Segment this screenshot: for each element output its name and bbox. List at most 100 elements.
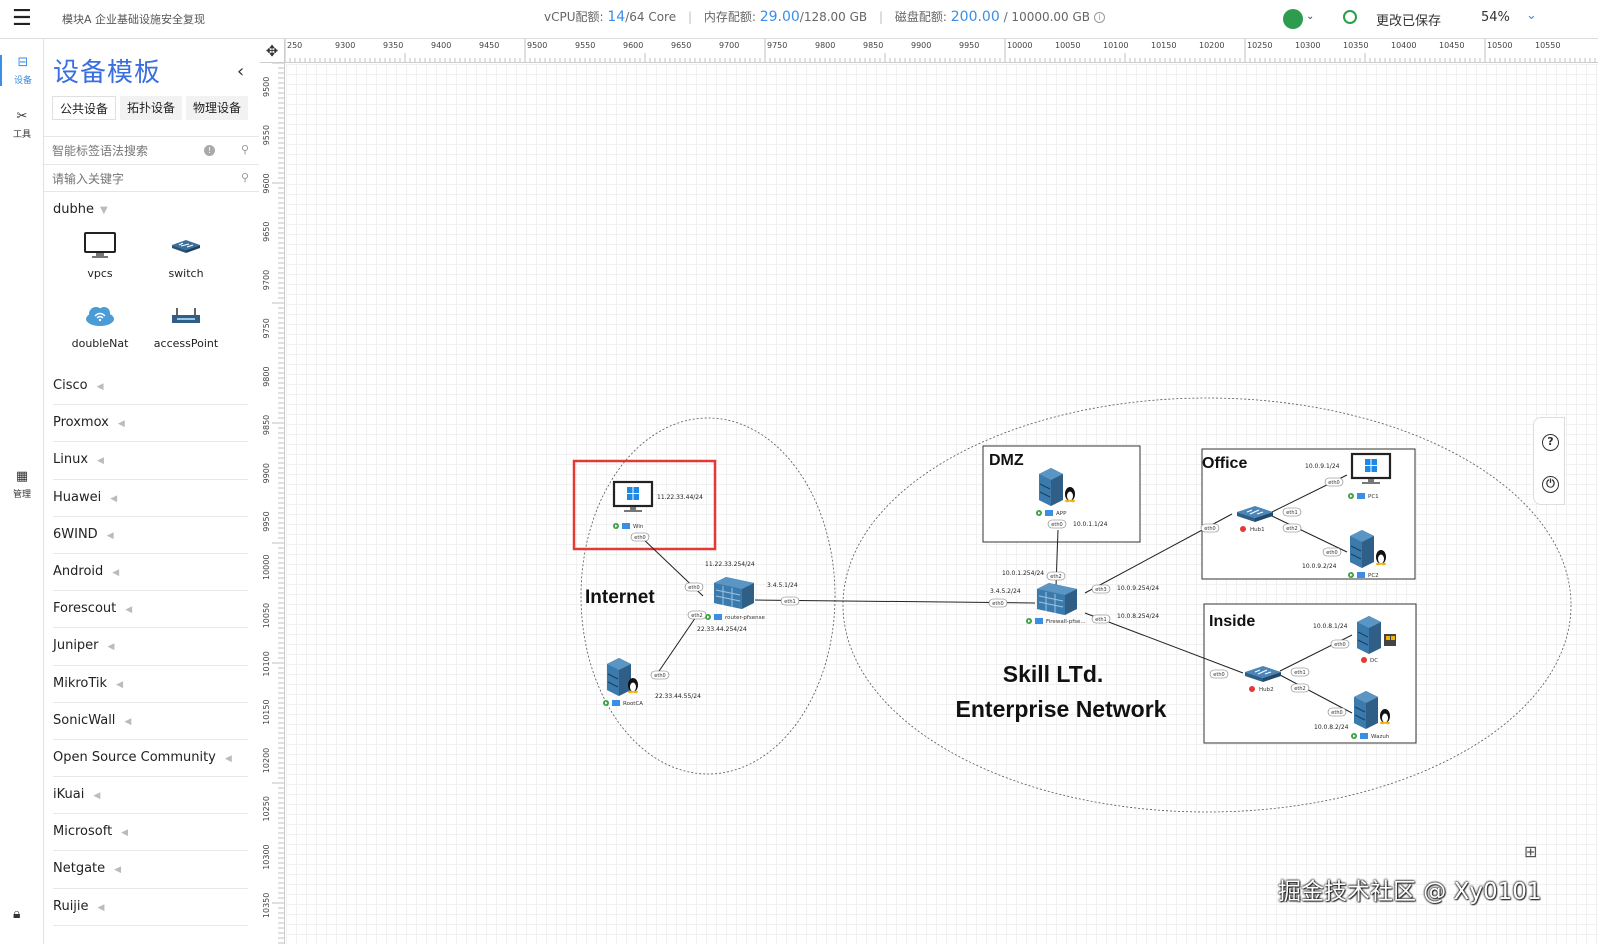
port-tag[interactable]: eth3 <box>1091 584 1111 594</box>
caret-left-icon: ◀ <box>224 753 232 764</box>
lock-icon[interactable]: 🔒︎ <box>13 906 21 922</box>
help-icon[interactable]: ! <box>204 145 215 156</box>
status-icon <box>1026 618 1043 624</box>
port-tags: eth0 eth0 eth1 eth2 eth0 eth0 eth2 eth0 eth3 eth1… <box>630 477 1350 717</box>
move-icon[interactable]: ✥ <box>260 39 285 63</box>
power-icon[interactable]: ⏻ <box>1542 476 1559 493</box>
port-tag[interactable]: eth0 <box>1209 669 1229 679</box>
device-tabs: 公共设备 拓扑设备 物理设备 <box>52 96 252 120</box>
smart-search-input[interactable] <box>52 141 212 161</box>
port-tag[interactable]: eth1 <box>1091 614 1111 624</box>
ip-label: 22.33.44.254/24 <box>697 626 747 633</box>
category-label: Open Source Community <box>53 749 216 765</box>
category-item[interactable]: Proxmox◀ <box>53 405 248 443</box>
search-icon[interactable]: ⚲ <box>240 143 249 156</box>
port-tag[interactable]: eth1 <box>1290 667 1310 677</box>
node-pc2[interactable]: PC2 <box>1348 529 1386 579</box>
rail-item-manage[interactable]: ▦ 管理 <box>0 469 44 500</box>
port-tag[interactable]: eth0 <box>1327 707 1347 717</box>
category-item[interactable]: 6WIND◀ <box>53 517 248 554</box>
device-doublenat[interactable]: doubleNat <box>60 301 140 350</box>
category-item[interactable]: Huawei◀ <box>53 480 248 517</box>
chevron-down-icon[interactable]: ⌄ <box>1306 11 1315 22</box>
help-icon[interactable]: ? <box>1542 434 1559 451</box>
port-tag[interactable]: eth1 <box>1282 507 1302 517</box>
category-item[interactable]: Open Source Community ◀ <box>53 740 248 778</box>
category-item[interactable]: MikroTik◀ <box>53 666 248 703</box>
port-tag[interactable]: eth0 <box>630 532 650 542</box>
node-firewall[interactable]: Firewall-pfse... <box>1026 582 1086 625</box>
node-router-pfsense[interactable]: router-pfsense <box>705 576 765 621</box>
zoom-level[interactable]: 54% <box>1481 10 1510 25</box>
port-tag[interactable]: eth1 <box>780 596 800 606</box>
port-label: eth0 <box>1204 526 1215 532</box>
internet-zone[interactable] <box>580 417 836 775</box>
ruler-tick-label: 9700 <box>262 270 271 290</box>
category-item[interactable]: SonicWall◀ <box>53 703 248 740</box>
category-item[interactable]: Ruijie◀ <box>53 889 248 926</box>
device-group-dubhe[interactable]: dubhe▼ <box>53 202 108 217</box>
device-accesspoint[interactable]: accessPoint <box>146 301 226 350</box>
tab-public-devices[interactable]: 公共设备 <box>52 96 117 120</box>
port-tag[interactable]: eth0 <box>1200 523 1220 533</box>
caret-left-icon: ◀ <box>124 716 132 727</box>
node-pc1[interactable]: PC1 <box>1348 452 1392 500</box>
node-wazuh[interactable]: Wazuh <box>1351 690 1390 740</box>
avatar[interactable] <box>1283 9 1303 29</box>
category-item[interactable]: Linux◀ <box>53 442 248 480</box>
ruler-tick-label: 10100 <box>262 651 271 676</box>
port-tag[interactable]: eth0 <box>650 670 670 680</box>
category-item[interactable]: Netgate◀ <box>53 851 248 889</box>
collapse-icon[interactable]: ‹ <box>237 61 245 82</box>
ruler-tick-label: 9350 <box>383 41 403 50</box>
category-item[interactable]: Cisco◀ <box>53 368 248 406</box>
port-label: eth0 <box>1328 480 1339 486</box>
category-item[interactable]: Juniper◀ <box>53 628 248 666</box>
linux-icon <box>628 678 638 694</box>
ruler-tick-label: 10150 <box>1151 41 1176 50</box>
zoom-chevron-icon[interactable]: ⌄ <box>1526 8 1537 23</box>
category-item[interactable]: Forescout◀ <box>53 591 248 629</box>
port-tag[interactable]: eth0 <box>1047 519 1067 529</box>
port-tag[interactable]: eth0 <box>1324 477 1344 487</box>
port-tag[interactable]: eth0 <box>988 598 1008 608</box>
category-item[interactable]: Microsoft◀ <box>53 814 248 852</box>
node-win[interactable]: Win <box>612 480 654 530</box>
node-rootca[interactable]: RootCA <box>603 657 643 707</box>
node-dc[interactable]: DC <box>1356 615 1396 664</box>
port-tag[interactable]: eth2 <box>1290 683 1310 693</box>
node-label: APP <box>1056 511 1067 517</box>
search-icon[interactable]: ⚲ <box>240 171 249 184</box>
ip-label: 10.0.8.1/24 <box>1313 623 1348 630</box>
topology-canvas[interactable]: Internet Skill LTd. Enterprise Network D… <box>286 64 1598 944</box>
device-switch[interactable]: switch <box>146 231 226 280</box>
category-label: Cisco <box>53 378 88 393</box>
rail-item-tools[interactable]: ✂ 工具 <box>0 109 44 140</box>
port-label: eth0 <box>992 601 1003 607</box>
ip-label: 22.33.44.55/24 <box>655 693 701 700</box>
grid-icon[interactable]: ⊞ <box>1524 842 1538 861</box>
category-item[interactable]: Android◀ <box>53 554 248 592</box>
port-tag[interactable]: eth0 <box>1330 639 1350 649</box>
info-icon[interactable]: i <box>1093 12 1105 23</box>
node-hub2[interactable]: Hub2 <box>1244 665 1282 693</box>
node-app[interactable]: APP <box>1036 467 1075 517</box>
category-item[interactable]: iKuai◀ <box>53 777 248 815</box>
node-hub1[interactable]: Hub1 <box>1236 505 1274 533</box>
tab-topology-devices[interactable]: 拓扑设备 <box>120 96 183 120</box>
menu-icon[interactable]: ☰ <box>12 6 32 31</box>
port-tag[interactable]: eth0 <box>1322 547 1342 557</box>
port-tag[interactable]: eth0 <box>684 582 704 592</box>
port-tag[interactable]: eth2 <box>1046 571 1066 581</box>
caret-left-icon: ◀ <box>110 493 118 504</box>
node-label: Hub2 <box>1259 687 1274 693</box>
port-tag[interactable]: eth2 <box>687 610 707 620</box>
device-vpcs[interactable]: vpcs <box>60 231 140 280</box>
tab-physical-devices[interactable]: 物理设备 <box>186 96 249 120</box>
category-list: Cisco◀Proxmox◀Linux◀Huawei◀6WIND◀Android… <box>53 368 248 926</box>
enterprise-zone[interactable] <box>842 397 1572 813</box>
rail-item-devices[interactable]: ⊟ 设备 <box>0 55 44 86</box>
keyword-search-input[interactable] <box>52 169 212 189</box>
port-tag[interactable]: eth2 <box>1282 523 1302 533</box>
refresh-icon[interactable] <box>1343 10 1357 24</box>
